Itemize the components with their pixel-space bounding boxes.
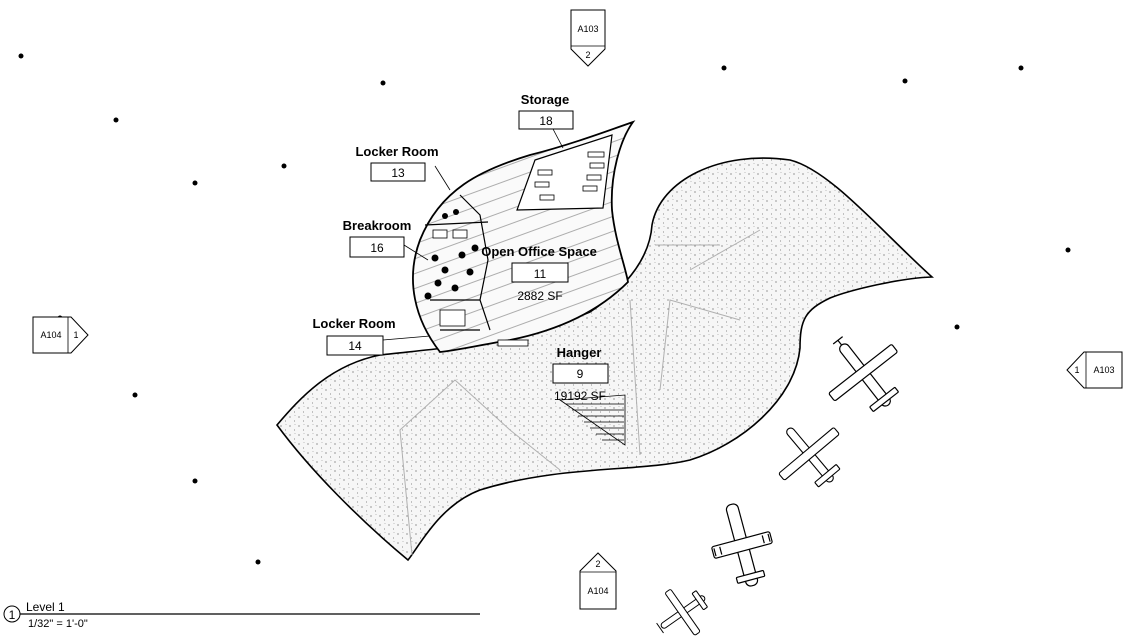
room-label-hanger[interactable]: Hanger 9 19192 SF [552, 345, 609, 403]
svg-text:9: 9 [577, 367, 584, 381]
hanger-interior-lines [399, 229, 761, 556]
svg-text:Locker Room: Locker Room [355, 144, 438, 159]
svg-text:11: 11 [534, 267, 547, 281]
svg-text:Breakroom: Breakroom [343, 218, 412, 233]
svg-text:Level 1: Level 1 [26, 600, 65, 614]
svg-text:A104: A104 [587, 586, 608, 596]
svg-text:1: 1 [9, 608, 16, 622]
airplane-1 [828, 336, 899, 412]
svg-text:2882 SF: 2882 SF [517, 289, 562, 303]
svg-text:18: 18 [539, 114, 553, 128]
room-label-open-office[interactable]: Open Office Space 11 2882 SF [481, 244, 597, 303]
room-label-breakroom[interactable]: Breakroom 16 [343, 218, 412, 258]
svg-text:A103: A103 [577, 24, 598, 34]
counters [432, 229, 529, 347]
svg-text:1: 1 [73, 330, 78, 340]
svg-text:2: 2 [595, 559, 600, 569]
hatch-detail [558, 394, 626, 446]
airplane-4 [656, 589, 708, 636]
airplane-3 [711, 503, 773, 587]
room-label-storage[interactable]: Storage 18 [518, 92, 574, 130]
svg-text:1: 1 [1074, 365, 1079, 375]
breakroom-furniture [424, 209, 479, 300]
svg-text:Open Office Space: Open Office Space [481, 244, 597, 259]
svg-text:2: 2 [585, 50, 590, 60]
svg-text:16: 16 [370, 241, 384, 255]
section-tag-left[interactable]: A104 1 [32, 316, 89, 354]
svg-text:14: 14 [348, 339, 362, 353]
room-label-locker-room-14[interactable]: Locker Room 14 [312, 316, 396, 356]
room-label-locker-room-13[interactable]: Locker Room 13 [355, 144, 439, 182]
svg-text:A103: A103 [1093, 365, 1114, 375]
svg-text:Hanger: Hanger [557, 345, 602, 360]
svg-text:A104: A104 [40, 330, 61, 340]
svg-text:Locker Room: Locker Room [312, 316, 395, 331]
section-tag-top[interactable]: A103 2 [570, 9, 606, 67]
storage-shelves [534, 151, 605, 201]
svg-text:1/32" = 1'-0": 1/32" = 1'-0" [28, 618, 88, 630]
interior-walls [424, 194, 491, 331]
section-tag-right[interactable]: 1 A103 [1066, 351, 1123, 389]
svg-text:Storage: Storage [521, 92, 569, 107]
section-tag-bottom[interactable]: 2 A104 [579, 552, 617, 610]
svg-text:13: 13 [391, 166, 405, 180]
svg-text:19192 SF: 19192 SF [554, 389, 606, 403]
airplane-2 [778, 427, 841, 488]
view-title: 1 Level 1 1/32" = 1'-0" [3, 600, 480, 630]
